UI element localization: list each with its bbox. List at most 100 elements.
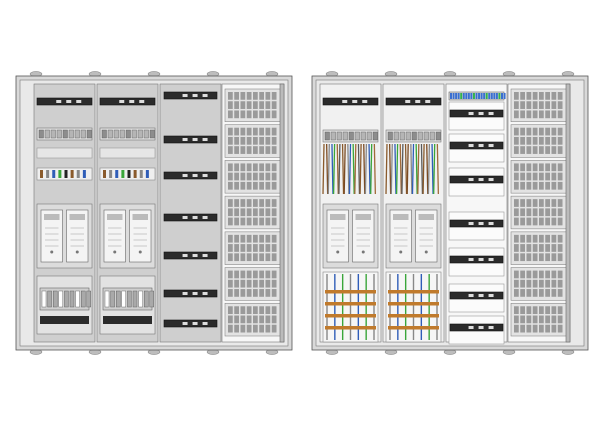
breaker-module: [399, 131, 405, 141]
vent-slot: [234, 234, 239, 243]
vent-slot: [246, 306, 252, 315]
terminal-bar-mark: [362, 100, 368, 103]
vent-slot: [526, 306, 532, 315]
vent-slot: [526, 136, 532, 145]
wire-stub: [76, 170, 80, 178]
vent-slot: [514, 270, 519, 279]
harness-wire: [420, 143, 424, 195]
breaker-module: [38, 129, 44, 139]
electricity-meter: [103, 209, 126, 263]
vent-slot: [532, 270, 538, 279]
breaker-module: [360, 131, 366, 141]
vent-slot: [240, 270, 246, 279]
vent-slot: [271, 146, 277, 154]
distribution-module: [64, 290, 69, 308]
vent-slot: [551, 199, 557, 207]
terminal-bar-mark: [468, 112, 474, 115]
vent-slot: [271, 101, 277, 109]
terminal-bar-mark: [182, 138, 188, 141]
terminal-bar-body: [449, 219, 504, 228]
vent-slot: [532, 324, 538, 333]
distribution-module: [86, 290, 92, 308]
breaker-module: [372, 131, 378, 141]
meter-display: [132, 214, 148, 220]
vent-slot: [526, 127, 532, 136]
wire-stub: [58, 170, 62, 178]
wire-harness: [385, 143, 439, 195]
vent-slot: [545, 270, 550, 279]
wire-stub: [103, 170, 106, 178]
distribution-module: [115, 290, 121, 308]
terminal-block: [455, 93, 458, 99]
terminal-bar-mark: [352, 100, 358, 103]
vent-slot: [520, 163, 525, 172]
vent-block: [510, 160, 568, 194]
vent-slot: [259, 244, 264, 252]
harness-wire: [401, 143, 404, 195]
vent-slot: [520, 324, 525, 333]
din-rail-bar: [449, 141, 504, 150]
terminal-bar-mark: [192, 174, 198, 177]
distribution-module: [75, 290, 80, 308]
vent-slot: [271, 253, 277, 262]
breaker-module: [336, 131, 342, 141]
meter-display: [69, 214, 85, 220]
vent-slot: [240, 101, 246, 109]
vent-slot: [539, 146, 544, 154]
breaker-module: [417, 131, 423, 141]
vent-slot: [526, 279, 532, 288]
harness-wire: [368, 143, 371, 195]
terminal-bar-body: [163, 91, 218, 100]
wire-stub: [121, 170, 125, 178]
vent-slot: [539, 172, 544, 181]
wire-stub: [64, 170, 68, 178]
vent-slot: [514, 234, 519, 243]
breaker-module: [354, 131, 360, 141]
vent-slot: [526, 181, 532, 190]
bottom-distribution: [99, 275, 156, 335]
vent-slot: [551, 279, 557, 288]
meter-led: [399, 250, 403, 254]
terminal-block: [462, 93, 465, 99]
vent-slot: [532, 244, 538, 252]
vent-slot: [271, 306, 277, 315]
harness-wire: [431, 143, 434, 195]
harness-wire: [395, 143, 399, 195]
electricity-meter: [389, 209, 412, 263]
harness-wire: [347, 143, 350, 195]
vent-slot: [246, 253, 252, 262]
wire-stub: [52, 170, 56, 178]
meter-led: [361, 250, 365, 254]
label-strip: [99, 147, 156, 159]
vent-slot: [246, 146, 252, 154]
vent-slot: [545, 244, 550, 252]
vent-slot: [520, 208, 525, 217]
vent-slot: [532, 315, 538, 324]
meter-led: [75, 250, 79, 254]
vent-slot: [545, 279, 550, 288]
meter-field: [322, 203, 379, 269]
vent-slot: [228, 136, 233, 145]
terminal-bar-mark: [488, 258, 494, 261]
vent-slot: [514, 279, 519, 288]
vent-slot: [545, 253, 550, 262]
harness-wire: [390, 143, 393, 195]
vent-slot: [551, 172, 557, 181]
vent-slot: [520, 110, 525, 119]
vent-block: [510, 88, 568, 123]
vent-slot: [539, 270, 544, 279]
breaker-module: [429, 131, 435, 141]
label-strip: [36, 147, 93, 159]
vent-slot: [228, 244, 233, 252]
harness-wire: [433, 143, 436, 195]
vent-slot: [557, 234, 563, 243]
vent-slot: [514, 172, 519, 181]
vent-slot: [514, 199, 519, 207]
vent-slot: [557, 146, 563, 154]
vent-slot: [253, 163, 258, 172]
vent-slot: [514, 208, 519, 217]
vent-slot: [234, 127, 239, 136]
vent-slot: [520, 217, 525, 226]
vent-slot: [259, 92, 264, 100]
vent-slot: [557, 208, 563, 217]
